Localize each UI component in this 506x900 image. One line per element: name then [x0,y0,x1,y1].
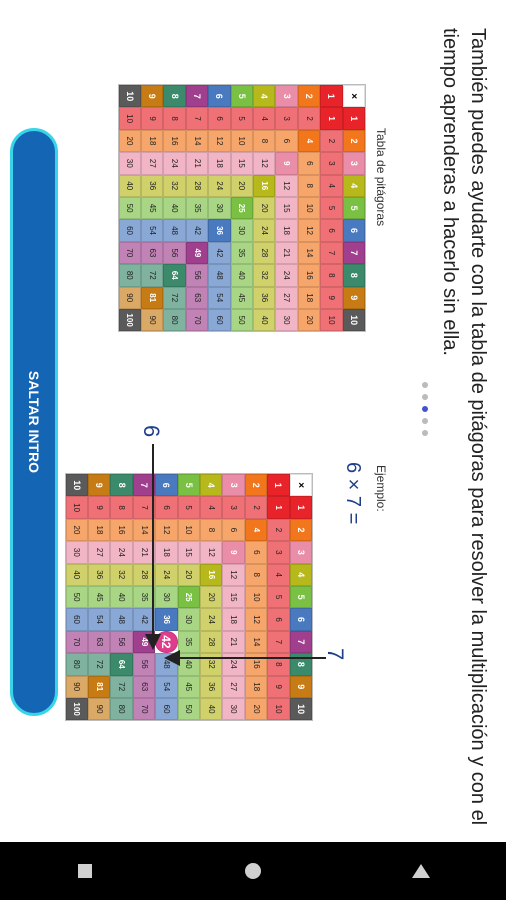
carousel-dot[interactable] [422,418,428,424]
nav-back[interactable] [405,855,437,887]
carousel-dot[interactable] [422,430,428,436]
nav-recents[interactable] [69,855,101,887]
system-nav-bar [0,842,506,900]
back-icon [412,864,430,878]
carousel-dot[interactable] [422,382,428,388]
skip-intro-button[interactable]: SALTAR INTRO [10,128,58,716]
carousel-dot[interactable] [422,394,428,400]
nav-home[interactable] [237,855,269,887]
carousel-dot[interactable] [422,406,428,412]
home-icon [245,863,261,879]
carousel-indicator [422,382,428,436]
recents-icon [78,864,92,878]
